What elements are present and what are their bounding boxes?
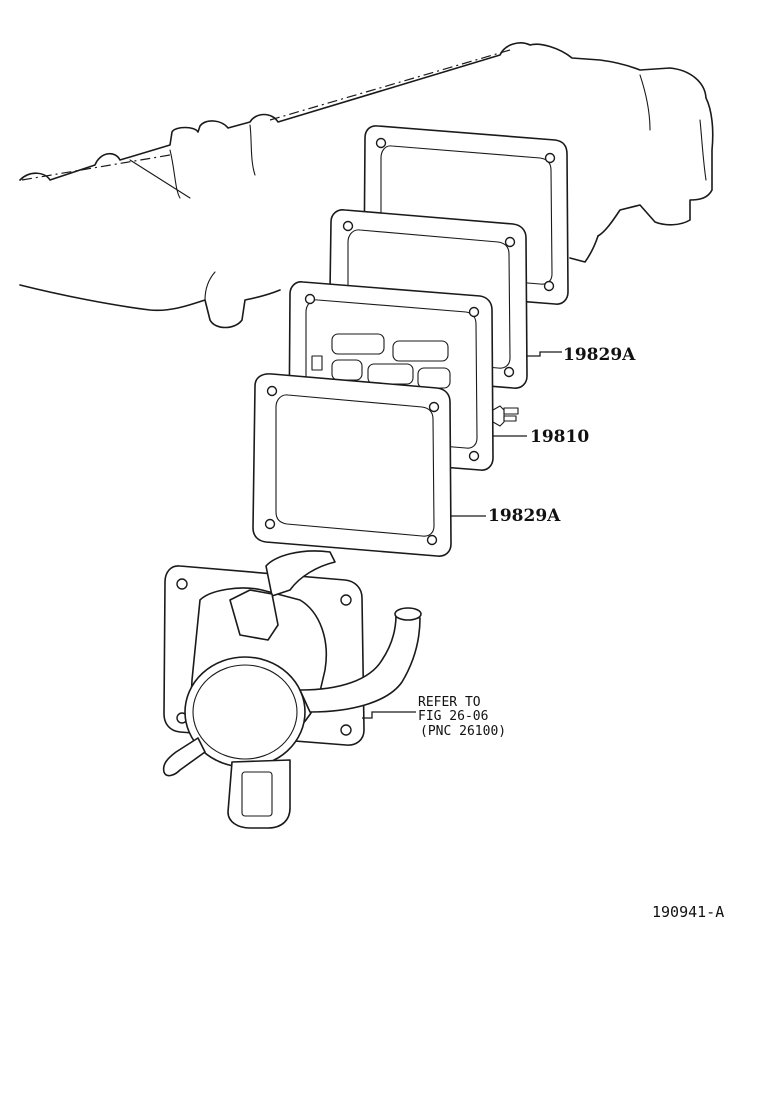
throttle-body: [162, 550, 422, 829]
callout-gasket-bottom: 19829A: [488, 506, 561, 526]
leader-lines: [362, 351, 562, 719]
callout-gasket-top: 19829A: [563, 345, 636, 365]
reference-note-line2: FIG 26-06: [418, 709, 488, 724]
reference-note-line3: (PNC 26100): [420, 724, 506, 739]
intake-manifold: [19, 42, 714, 329]
callout-reed-valve: 19810: [530, 427, 589, 447]
front-gasket: [252, 373, 452, 557]
reference-note-line1: REFER TO: [418, 695, 481, 710]
figure-code: 190941-A: [652, 903, 724, 921]
